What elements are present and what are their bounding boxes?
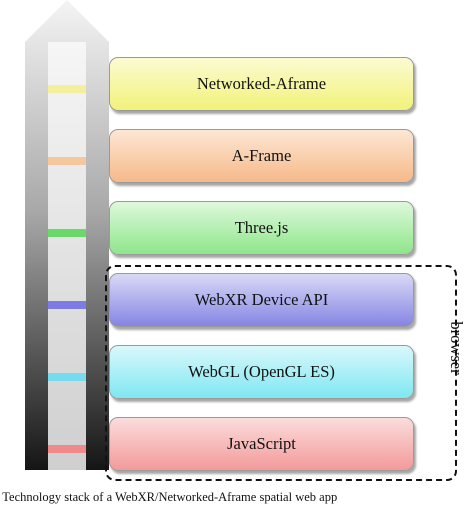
stack-arrow xyxy=(25,0,109,470)
arrow-marker-2 xyxy=(48,157,86,165)
arrow-marker-1 xyxy=(48,85,86,93)
arrow-marker-4 xyxy=(48,301,86,309)
layer-webxr-device-api: WebXR Device API xyxy=(109,273,414,327)
layer-a-frame: A-Frame xyxy=(109,129,414,183)
figure-caption: 3. Technology stack of a WebXR/Networked… xyxy=(0,490,338,504)
browser-group-box xyxy=(105,265,457,481)
arrow-inner-track xyxy=(48,42,86,470)
layer-webgl: WebGL (OpenGL ES) xyxy=(109,345,414,399)
browser-group-label: browser xyxy=(447,321,466,375)
arrow-marker-6 xyxy=(48,445,86,453)
arrow-marker-5 xyxy=(48,373,86,381)
layer-networked-aframe: Networked-Aframe xyxy=(109,57,414,111)
arrow-marker-3 xyxy=(48,229,86,237)
layer-three-js: Three.js xyxy=(109,201,414,255)
layer-javascript: JavaScript xyxy=(109,417,414,471)
